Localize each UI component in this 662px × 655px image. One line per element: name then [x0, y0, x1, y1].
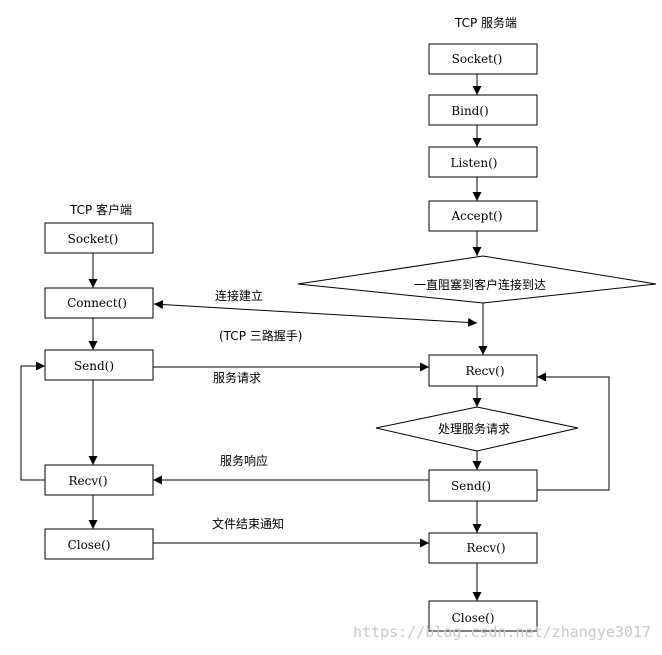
client-send-label: Send(): [74, 359, 114, 373]
eof-label: 文件结束通知: [212, 516, 284, 531]
server-title: TCP 服务端: [454, 15, 517, 30]
client-connect-box: Connect(): [44, 287, 154, 319]
server-send-box: Send(): [428, 469, 538, 502]
server-close-label: Close(): [452, 611, 495, 625]
server-block-diamond: 一直阻塞到客户连接到达: [297, 255, 657, 304]
server-recv1-label: Recv(): [466, 364, 505, 378]
server-listen-label: Listen(): [451, 156, 498, 170]
server-recv2-label: Recv(): [467, 541, 506, 555]
server-close-box: Close(): [428, 600, 538, 632]
server-recv2-box: Recv(): [428, 532, 538, 564]
server-bind-label: Bind(): [451, 104, 488, 118]
client-socket-label: Socket(): [68, 232, 119, 246]
request-label: 服务请求: [213, 370, 261, 385]
response-label: 服务响应: [220, 453, 268, 468]
client-close-label: Close(): [68, 538, 111, 552]
client-recv-label: Recv(): [69, 474, 108, 488]
server-accept-box: Accept(): [428, 200, 538, 232]
client-send-box: Send(): [44, 349, 154, 381]
server-process-label: 处理服务请求: [438, 421, 510, 436]
server-bind-box: Bind(): [428, 94, 538, 126]
server-block-label: 一直阻塞到客户连接到达: [414, 277, 546, 292]
server-process-diamond: 处理服务请求: [375, 406, 579, 452]
server-socket-box: Socket(): [428, 43, 538, 75]
connect-arrow: [153, 300, 478, 327]
client-close-box: Close(): [44, 528, 154, 560]
client-socket-box: Socket(): [44, 222, 154, 254]
connect-label: 连接建立: [215, 288, 263, 303]
handshake-label: (TCP 三路握手): [219, 328, 302, 343]
client-connect-label: Connect(): [67, 296, 127, 310]
server-accept-label: Accept(): [450, 209, 502, 223]
server-socket-label: Socket(): [452, 52, 503, 66]
client-recv-box: Recv(): [44, 464, 154, 496]
client-title: TCP 客户端: [69, 202, 132, 217]
server-recv1-box: Recv(): [428, 354, 538, 387]
watermark-text: https://blog.csdn.net/zhangye3017: [353, 623, 651, 641]
server-listen-box: Listen(): [428, 146, 538, 178]
server-send-label: Send(): [451, 479, 491, 493]
